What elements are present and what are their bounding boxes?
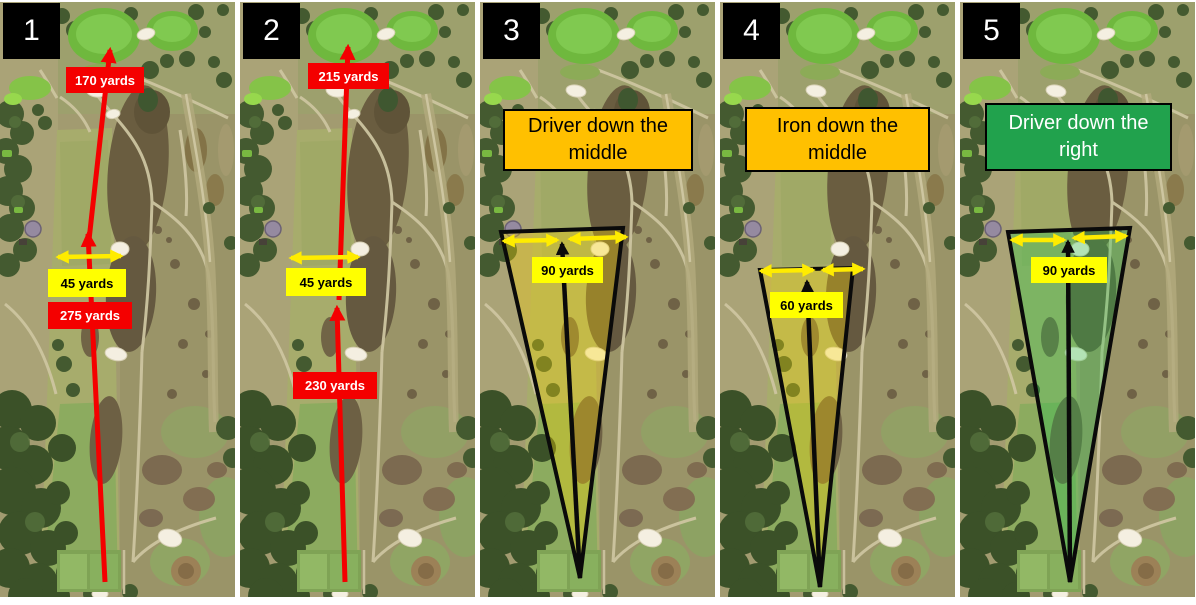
panel-number: 1: [3, 3, 60, 59]
width-arrow-left: [501, 233, 560, 248]
panel-number: 2: [243, 3, 300, 59]
width-arrow-right: [567, 230, 629, 246]
width-label: 90 yards: [532, 257, 603, 283]
fairway-width-arrow: [55, 249, 124, 264]
distance-label-bottom: 275 yards: [48, 302, 132, 329]
hole-panel-1: 170 yards 45 yards 275 yards 1: [0, 2, 235, 597]
shot-direction-arrow: [800, 279, 823, 588]
drive-shot-arrow: [329, 304, 348, 583]
strategy-banner: Iron down the middle: [745, 107, 930, 172]
width-label: 45 yards: [48, 269, 126, 297]
distance-label-top: 215 yards: [308, 63, 389, 89]
hole-panel-3: Driver down the middle 90 yards 3: [480, 2, 715, 597]
width-arrow-right: [1071, 229, 1129, 245]
dispersion-cone: [498, 225, 626, 579]
width-label: 90 yards: [1031, 257, 1107, 283]
panel-number: 5: [963, 3, 1020, 59]
width-label: 60 yards: [770, 292, 843, 318]
hole-panel-2: 215 yards 45 yards 230 yards 2: [240, 2, 475, 597]
distance-label-bottom: 230 yards: [293, 372, 377, 399]
hole-panel-4: Iron down the middle 60 yards 4: [720, 2, 955, 597]
shot-direction-arrow: [1061, 239, 1075, 583]
distance-label-top: 170 yards: [66, 67, 144, 93]
width-label: 45 yards: [286, 268, 366, 296]
strategy-banner: Driver down the right: [985, 103, 1172, 171]
width-arrow-left: [758, 263, 816, 278]
fairway-width-arrow: [288, 250, 361, 265]
panel-number: 3: [483, 3, 540, 59]
panel-number: 4: [723, 3, 780, 59]
shot-direction-arrow: [555, 241, 583, 579]
hole-panel-5: Driver down the right 90 yards 5: [960, 2, 1195, 597]
strategy-banner: Driver down the middle: [503, 109, 693, 171]
width-arrow-right: [820, 262, 866, 277]
